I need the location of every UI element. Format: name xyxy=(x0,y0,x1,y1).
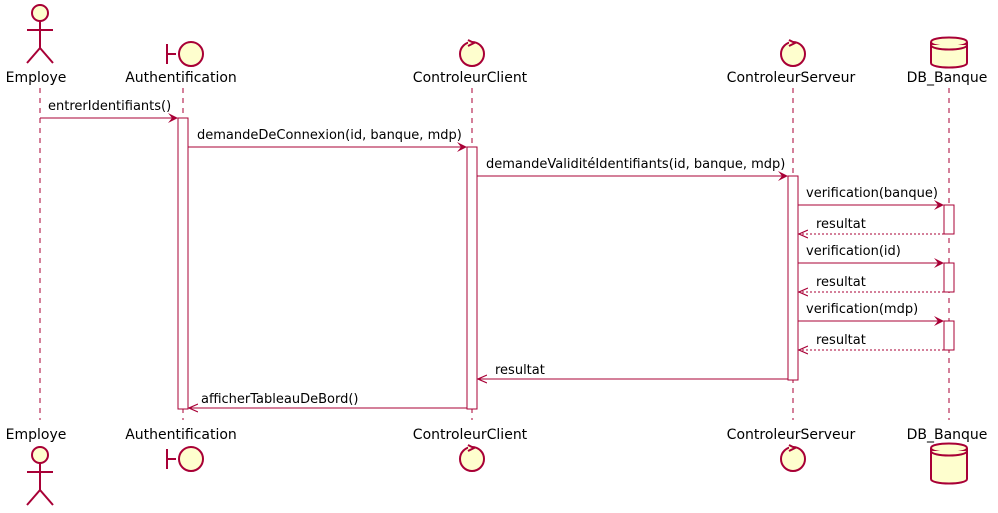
message: verification(mdp) xyxy=(798,302,944,326)
control-icon xyxy=(780,444,806,472)
participant-controleur-serveur-name-top: ControleurServeur xyxy=(727,70,856,86)
activation-db-banque-3 xyxy=(943,320,955,351)
participant-employe-name-top: Employe xyxy=(6,70,67,86)
message: resultat xyxy=(799,275,944,292)
activation-bars xyxy=(177,117,955,410)
message: resultat xyxy=(478,363,788,379)
participant-authentification-name-bottom: Authentification xyxy=(125,427,237,443)
message: verification(banque) xyxy=(798,186,944,210)
activation-controleur-serveur xyxy=(787,175,799,381)
database-icon xyxy=(930,442,968,485)
actor-icon xyxy=(26,446,54,506)
participant-header-bottom: Employe Authentification ControleurClien… xyxy=(6,427,988,443)
message-label: demandeDeConnexion(id, banque, mdp) xyxy=(197,128,462,143)
control-icon xyxy=(459,39,485,67)
message: afficherTableauDeBord() xyxy=(189,392,467,408)
message-label: entrerIdentifiants() xyxy=(48,99,171,114)
message-label: verification(banque) xyxy=(806,186,938,201)
messages: entrerIdentifiants() demandeDeConnexion(… xyxy=(40,99,944,408)
message: demandeDeConnexion(id, banque, mdp) xyxy=(188,128,467,152)
participant-controleur-serveur-name-bottom: ControleurServeur xyxy=(727,427,856,443)
message-label: resultat xyxy=(816,217,866,232)
participant-authentification-name-top: Authentification xyxy=(125,70,237,86)
message-label: verification(mdp) xyxy=(806,302,918,317)
participant-controleur-client-name-bottom: ControleurClient xyxy=(413,427,528,443)
activation-db-banque-2 xyxy=(943,262,955,293)
control-icon xyxy=(459,444,485,472)
message-label: verification(id) xyxy=(806,244,901,259)
participant-db-banque-name-bottom: DB_Banque xyxy=(907,427,988,443)
message: entrerIdentifiants() xyxy=(40,99,178,123)
message: demandeValiditéIdentifiants(id, banque, … xyxy=(477,157,788,181)
control-icon xyxy=(780,39,806,67)
message: resultat xyxy=(799,217,944,234)
participant-db-banque-name-top: DB_Banque xyxy=(907,70,988,86)
activation-authentification xyxy=(177,117,189,410)
message-label: resultat xyxy=(816,275,866,290)
boundary-icon xyxy=(166,446,204,472)
message-label: demandeValiditéIdentifiants(id, banque, … xyxy=(486,157,785,172)
participant-employe-name-bottom: Employe xyxy=(6,427,67,443)
actor-icon xyxy=(26,4,54,64)
participant-header-top: Employe Authentification ControleurClien… xyxy=(6,70,988,86)
message-label: resultat xyxy=(816,333,866,348)
message: resultat xyxy=(799,333,944,350)
activation-controleur-client xyxy=(466,146,478,410)
boundary-icon xyxy=(166,41,204,67)
database-icon xyxy=(930,36,968,69)
participant-controleur-client-name-top: ControleurClient xyxy=(413,70,528,86)
activation-db-banque-1 xyxy=(943,204,955,235)
message-label: resultat xyxy=(495,363,545,378)
message-label: afficherTableauDeBord() xyxy=(201,392,358,407)
message: verification(id) xyxy=(798,244,944,268)
